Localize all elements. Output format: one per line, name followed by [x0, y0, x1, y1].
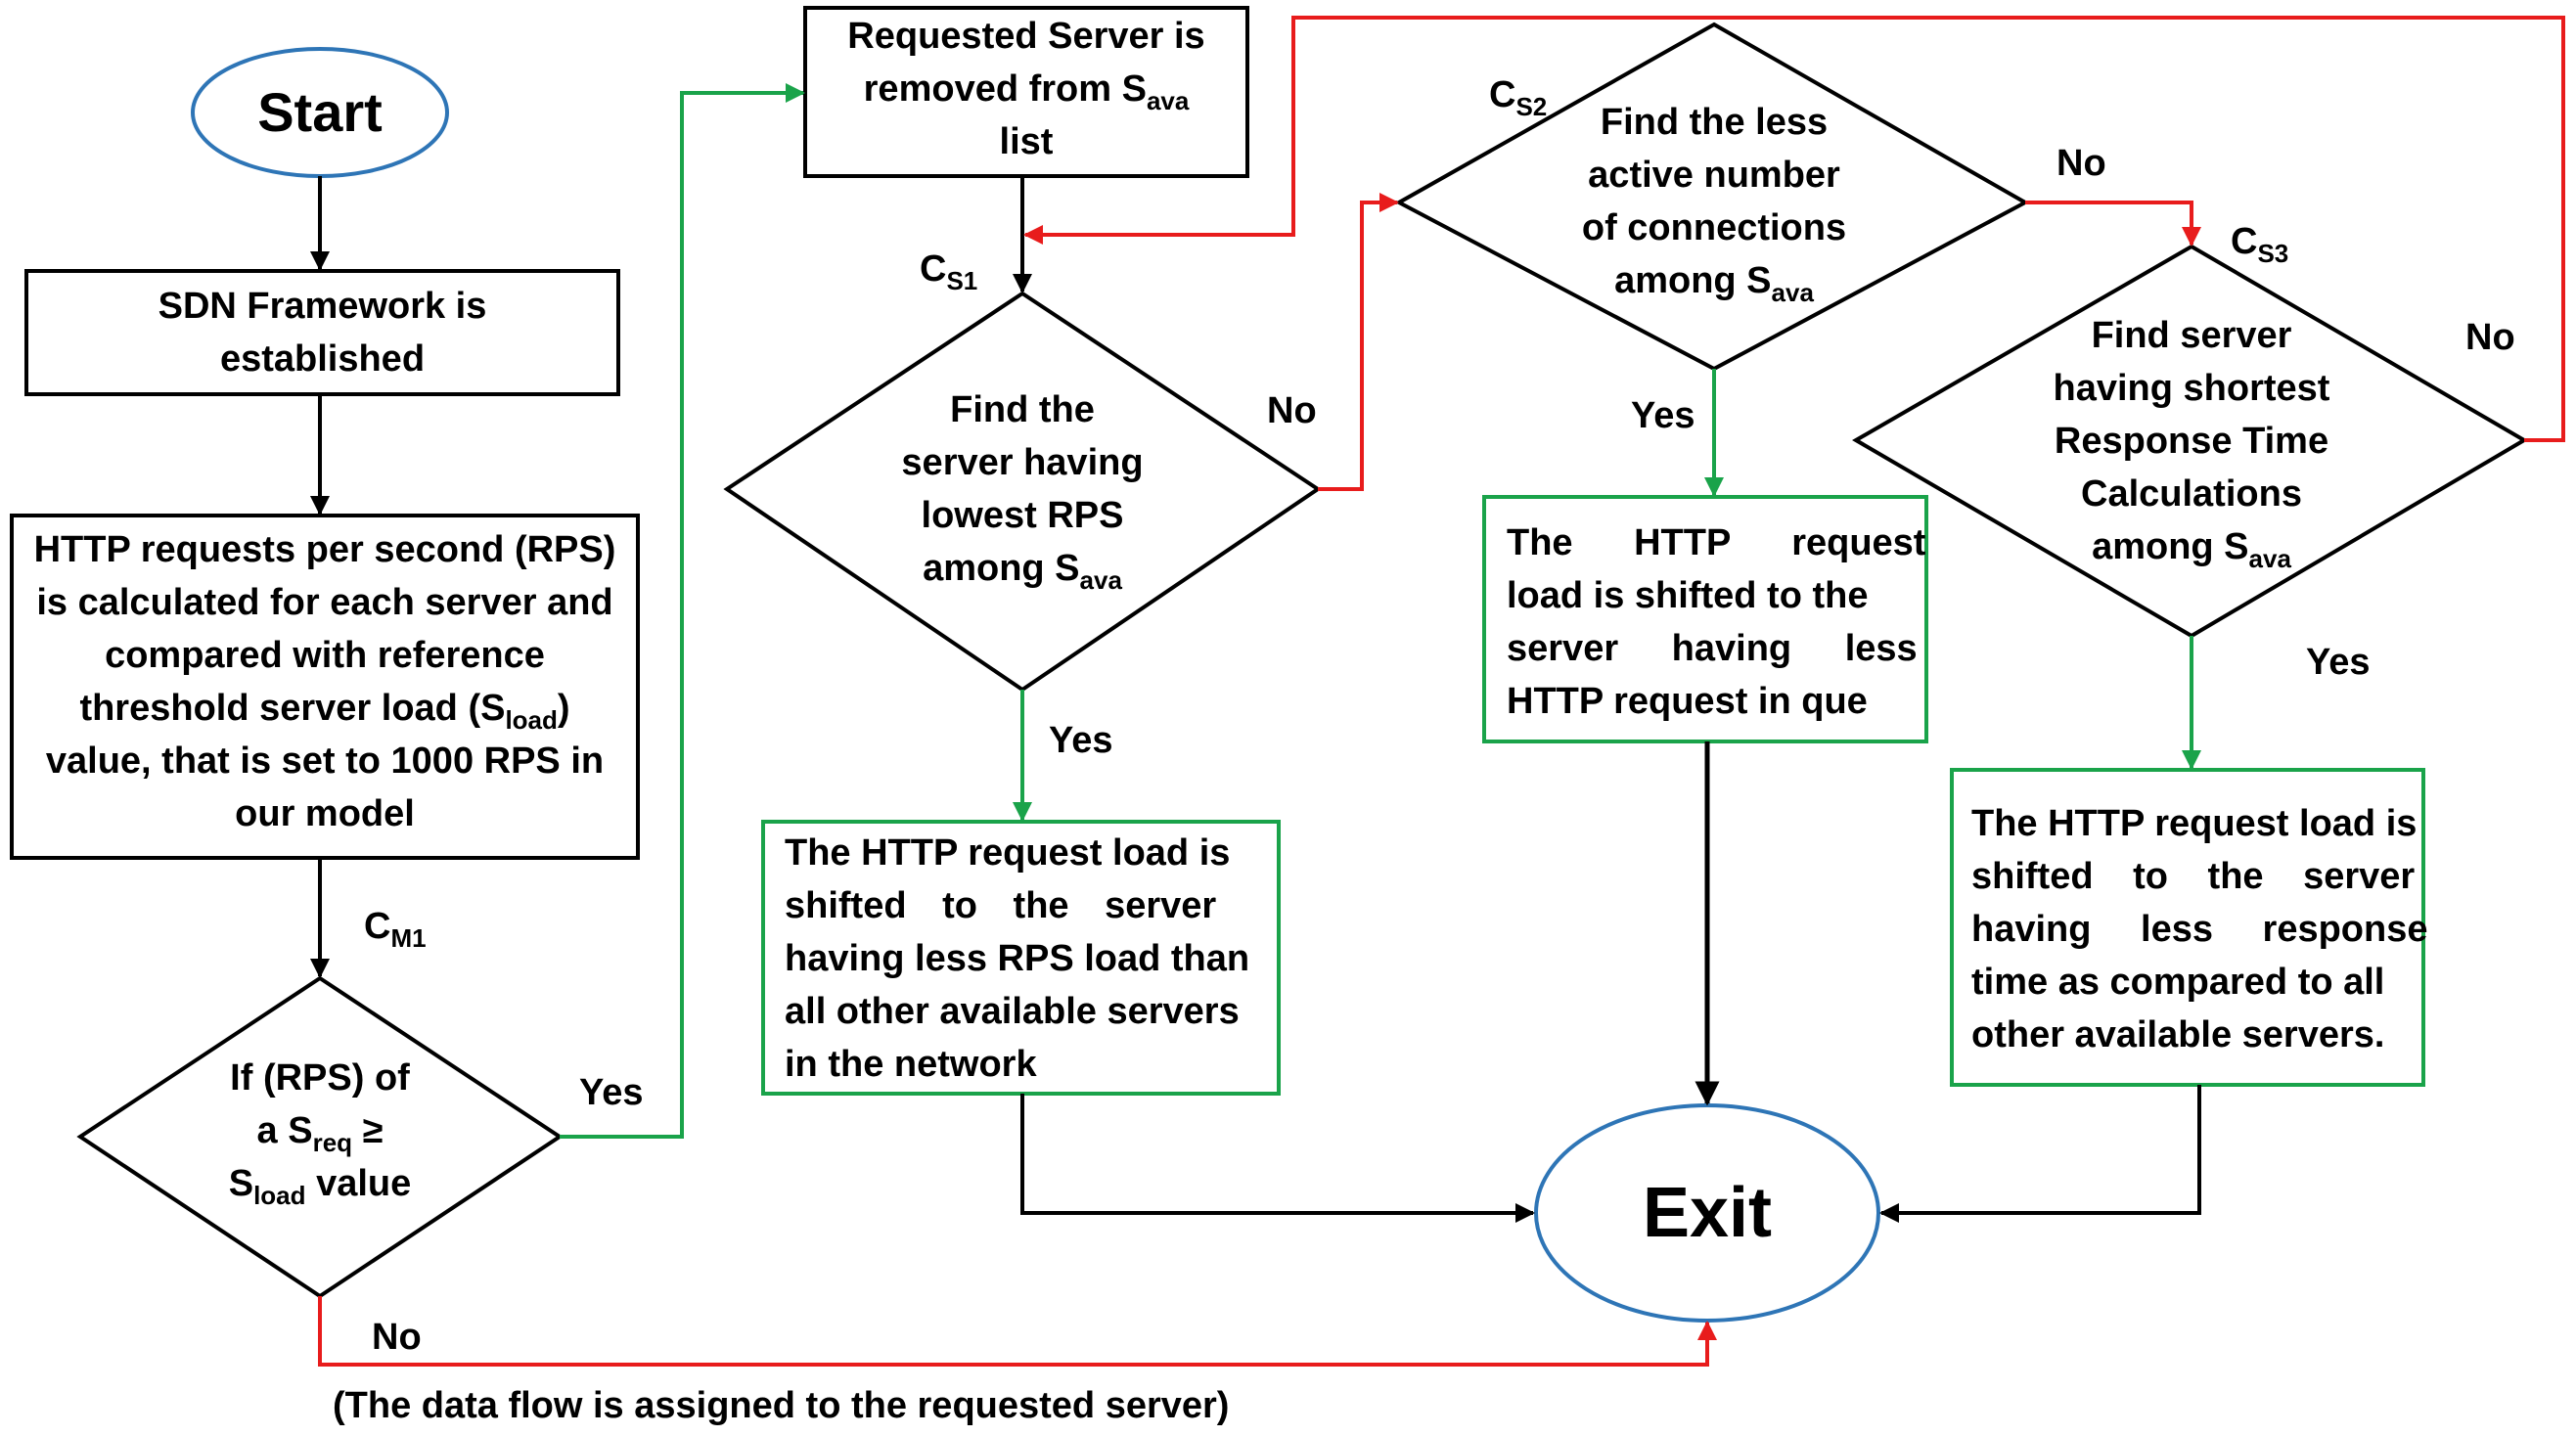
- decision-s2-text: Find the less active number of connectio…: [1581, 102, 1847, 307]
- yes-m1-label: Yes: [579, 1072, 644, 1113]
- exit-label: Exit: [1642, 1174, 1773, 1252]
- decision-s3-text: Find server having shortest Response Tim…: [2053, 315, 2330, 573]
- arrow-m1-no: [318, 1296, 1717, 1367]
- arrow-s2-no: [2025, 201, 2201, 247]
- sdn-box-text: SDN Framework is established: [158, 286, 487, 380]
- http-box: [10, 514, 640, 860]
- arrow-result-s3-to-exit: [1879, 1085, 2201, 1223]
- result-s2-box: [1482, 495, 1928, 743]
- cs3-label: CS3: [2231, 221, 2289, 268]
- yes-s3-label: Yes: [2306, 642, 2371, 683]
- decision-s1-text: Find the server having lowest RPS among …: [901, 389, 1144, 595]
- http-box-text: HTTP requests per second (RPS) is calcul…: [33, 529, 616, 834]
- sdn-box: [24, 269, 620, 396]
- removed-box-text: Requested Server is removed from Sava li…: [847, 16, 1205, 162]
- arrow-result-s1-to-exit: [1020, 1094, 1535, 1223]
- no-s3-label: No: [2465, 317, 2515, 358]
- result-s2-text: The HTTP request load is shifted to the …: [1507, 522, 1926, 722]
- cs1-label: CS1: [920, 248, 978, 295]
- cs2-label: CS2: [1489, 74, 1548, 121]
- no-m1-note: (The data flow is assigned to the reques…: [333, 1385, 1230, 1426]
- yes-s2-label: Yes: [1631, 395, 1695, 436]
- result-s1-box: [761, 820, 1281, 1096]
- cm1-label: CM1: [364, 906, 427, 953]
- no-s1-label: No: [1267, 390, 1317, 431]
- removed-box: [803, 6, 1249, 178]
- start-label: Start: [257, 81, 383, 143]
- arrow-s3-no: [1023, 16, 2565, 442]
- arrow-s1-no: [1318, 193, 1399, 491]
- arrow-m1-yes: [560, 83, 805, 1139]
- yes-s1-label: Yes: [1049, 720, 1113, 761]
- no-s2-label: No: [2056, 143, 2106, 184]
- decision-m1-text: If (RPS) of a Sreq ≥ Sload value: [228, 1057, 412, 1210]
- result-s3-text: The HTTP request load is shifted to the …: [1971, 803, 2428, 1055]
- no-m1-label: No: [372, 1317, 422, 1358]
- result-s1-text: The HTTP request load is shifted to the …: [785, 832, 1250, 1085]
- result-s3-box: [1950, 768, 2425, 1087]
